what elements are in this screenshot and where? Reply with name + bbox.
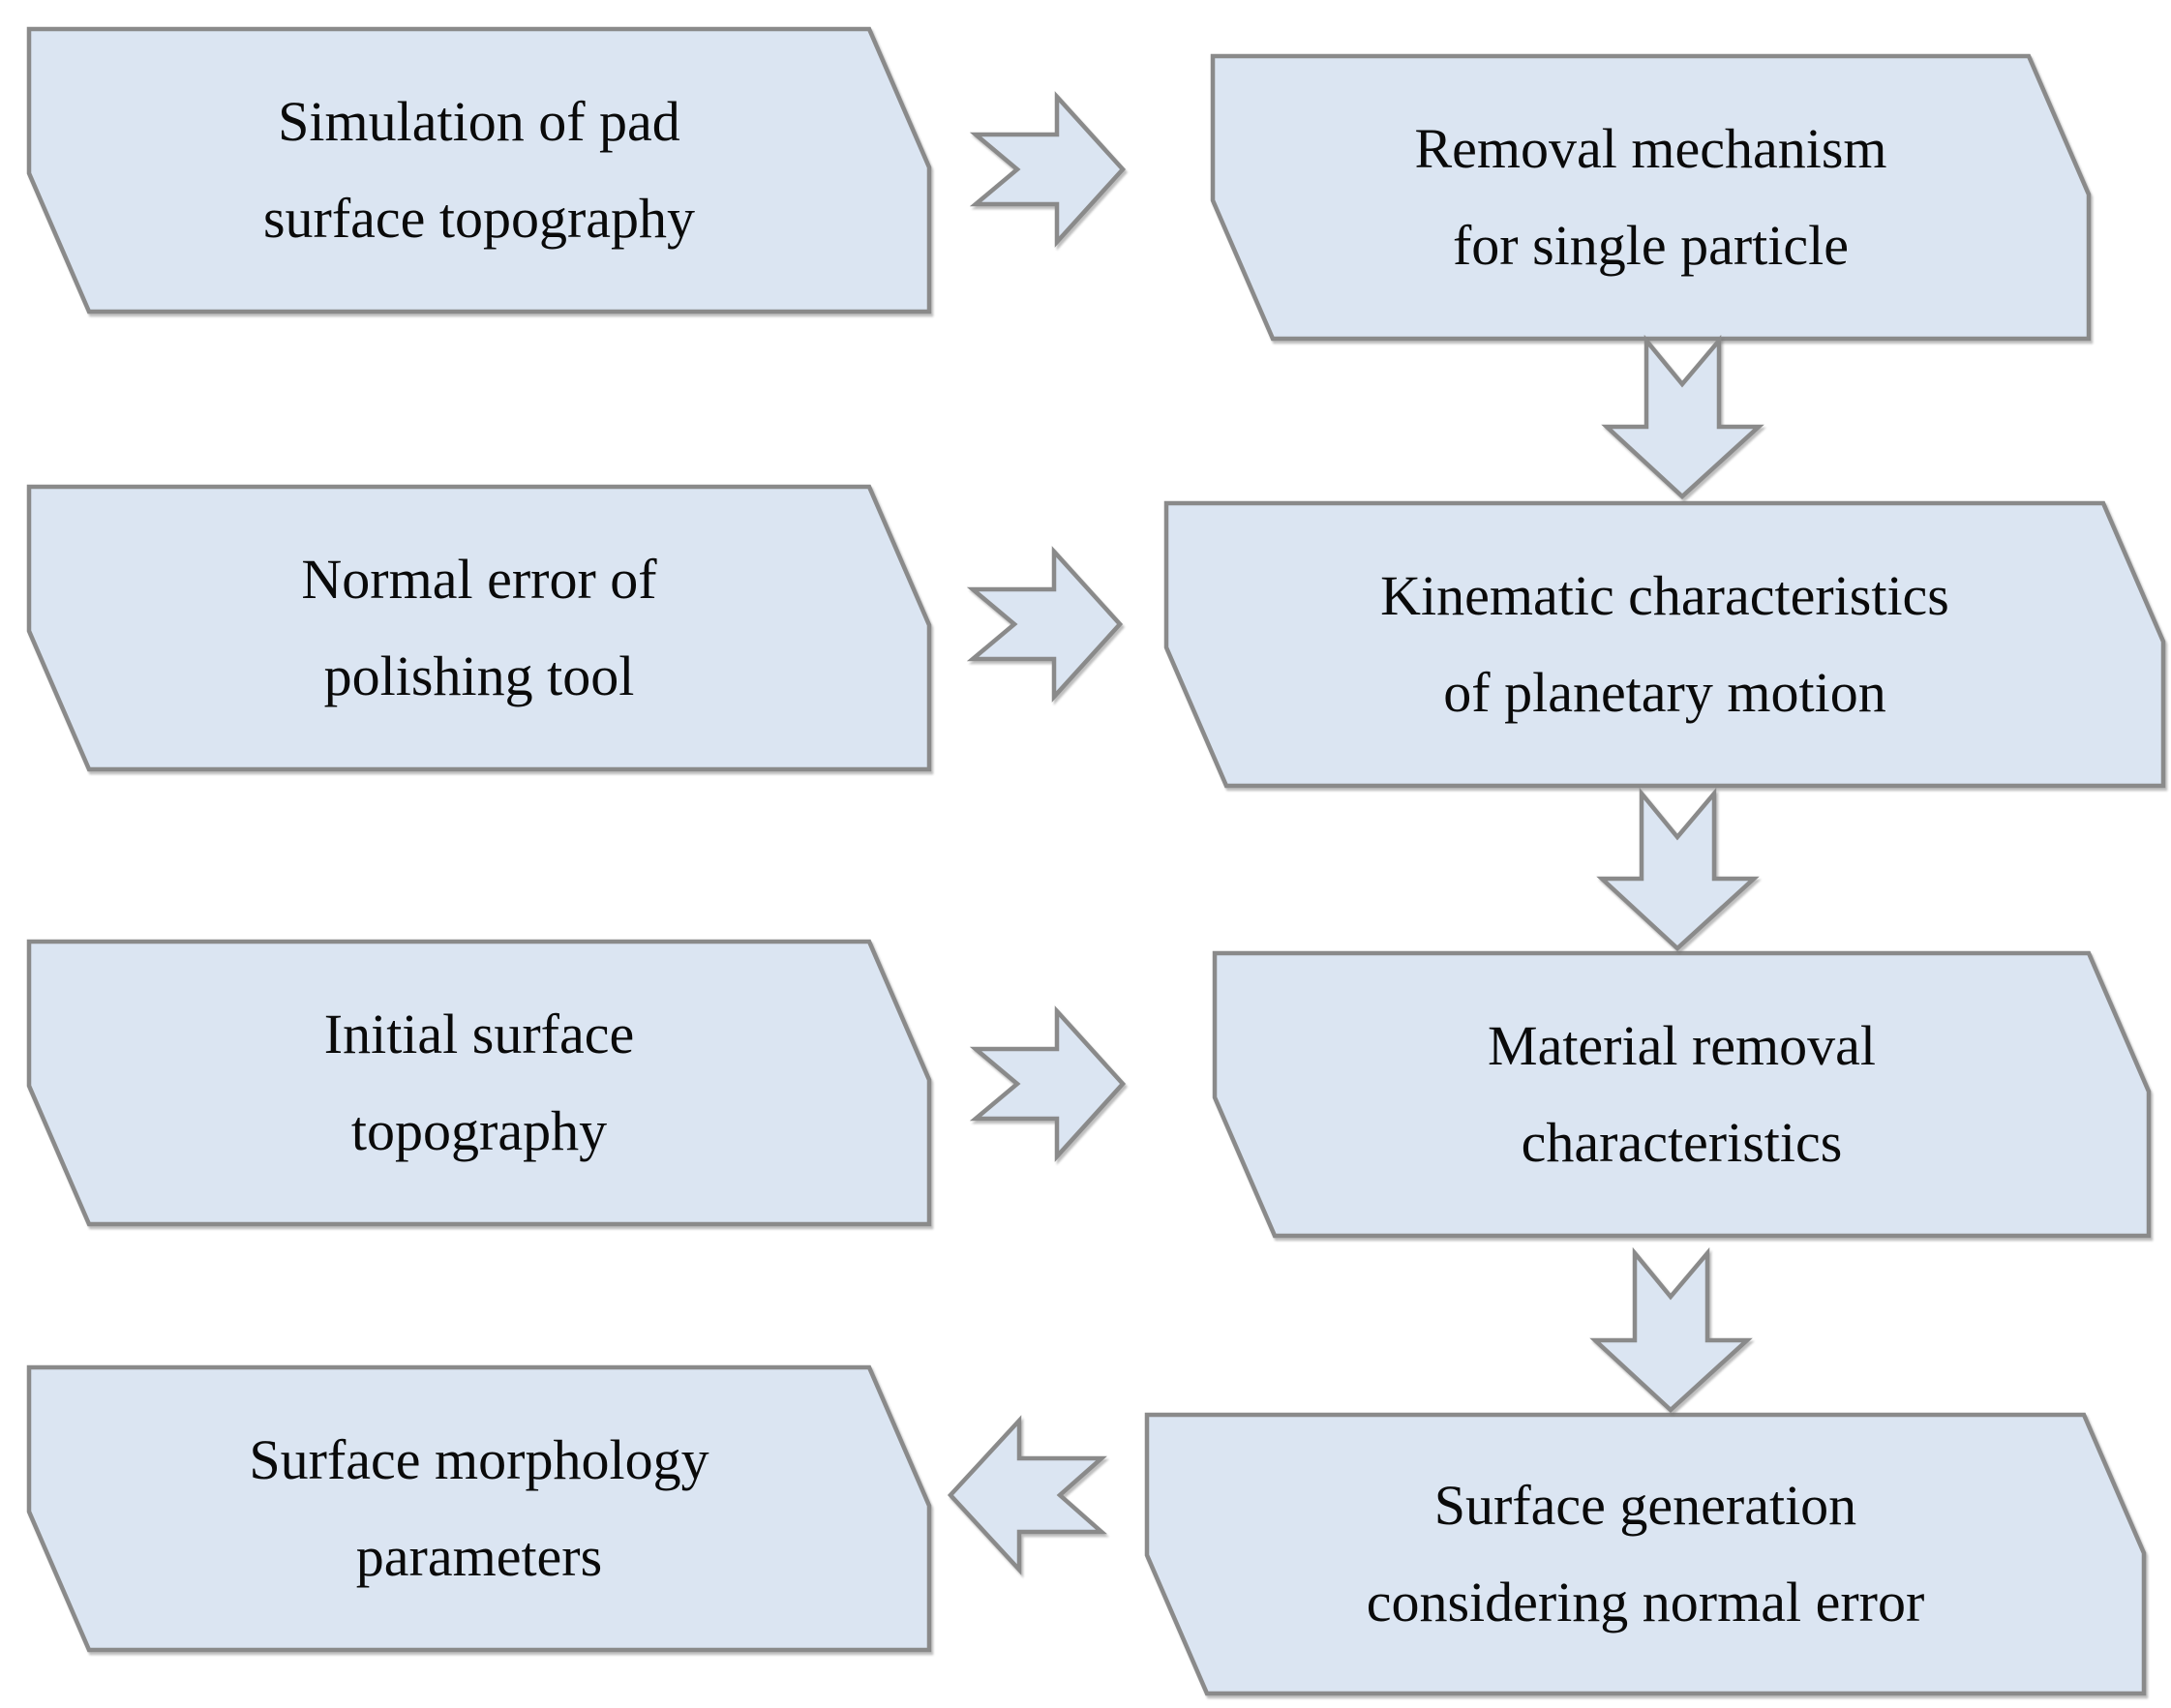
arrow-normal-error-to-kinematic <box>966 546 1124 703</box>
arrow-material-to-surface-generation <box>1589 1246 1753 1414</box>
node-shape-normal-error <box>26 484 932 772</box>
arrow-kinematic-to-material <box>1596 787 1760 952</box>
node-shape-kinematic-characteristics <box>1163 500 2166 789</box>
node-shape-material-removal <box>1212 950 2152 1239</box>
node-shape-surface-morphology <box>26 1364 932 1653</box>
arrow-removal-to-kinematic <box>1601 334 1764 500</box>
node-shape-surface-generation <box>1144 1412 2147 1696</box>
node-shape-simulation-pad <box>26 26 932 315</box>
arrow-initial-to-material <box>969 1005 1127 1162</box>
arrow-surface-generation-to-morphology <box>947 1415 1107 1575</box>
node-shape-initial-surface <box>26 939 932 1227</box>
arrow-simulation-to-removal <box>969 91 1127 248</box>
node-shape-removal-mechanism <box>1210 53 2092 342</box>
